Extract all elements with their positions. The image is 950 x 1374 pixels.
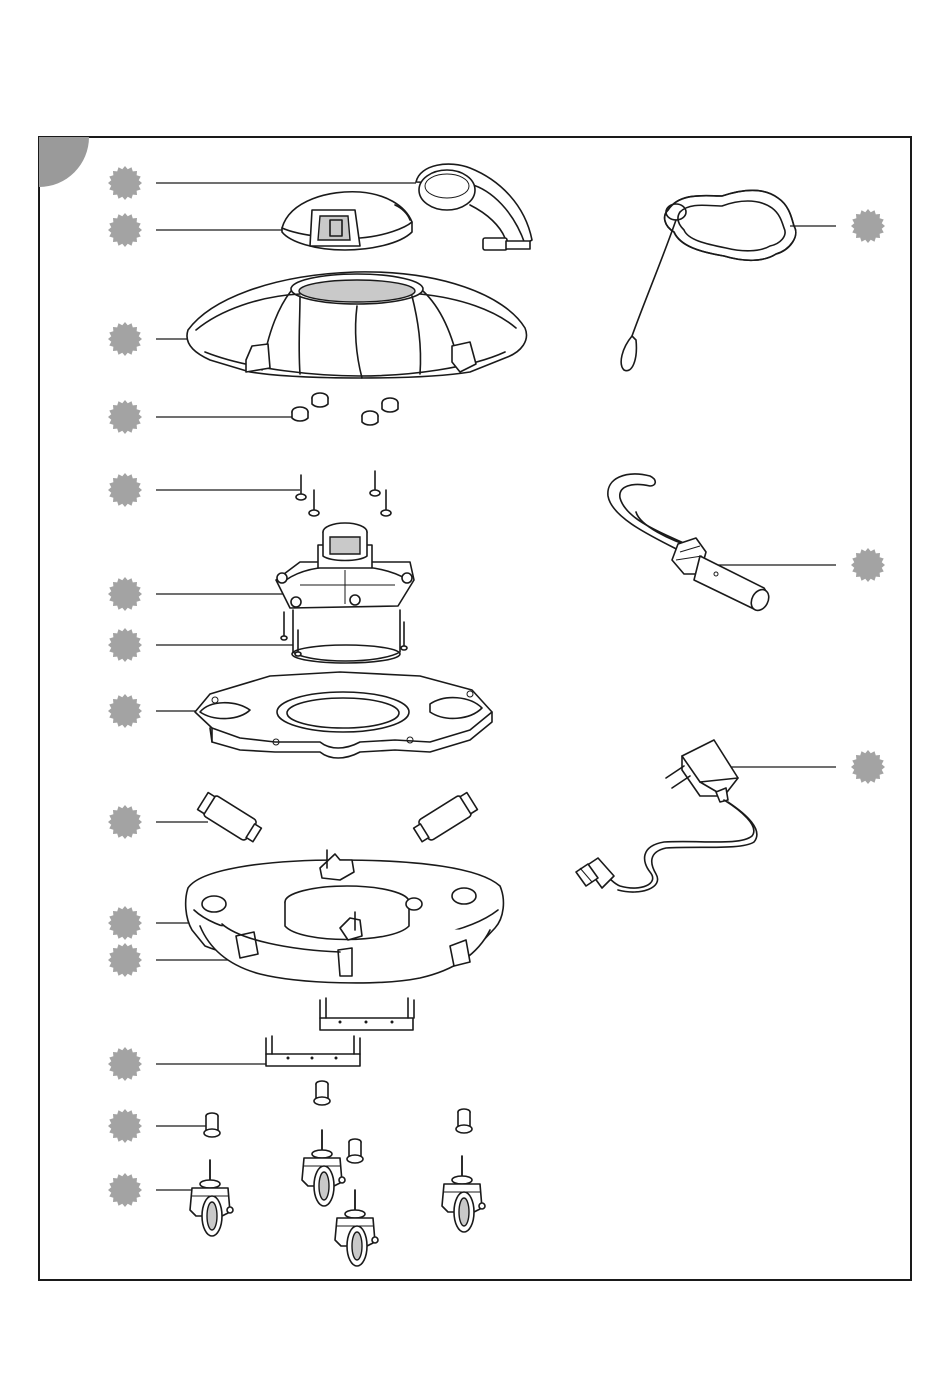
badge-float-cap bbox=[108, 166, 142, 200]
power-connector-part bbox=[608, 474, 772, 613]
badge-power-adapter bbox=[851, 750, 885, 784]
cleaning-cord-part bbox=[621, 190, 796, 370]
badge-filter-cartridge bbox=[108, 628, 142, 662]
top-cover-part bbox=[187, 272, 526, 378]
badge-top-cover bbox=[108, 322, 142, 356]
corner-tab bbox=[0, 87, 89, 187]
badge-cleaning-cord bbox=[851, 209, 885, 243]
brush-strips-part bbox=[266, 998, 414, 1066]
badge-screws-upper bbox=[108, 473, 142, 507]
caster-wheel bbox=[335, 1190, 378, 1266]
mounting-plate-part bbox=[195, 672, 492, 758]
cover-plugs-part bbox=[292, 393, 398, 425]
badge-float-holder bbox=[108, 213, 142, 247]
screws-upper-part bbox=[296, 471, 391, 516]
badge-caster-wheels bbox=[108, 1173, 142, 1207]
float-cap-part bbox=[416, 164, 532, 250]
badge-power-connector bbox=[851, 548, 885, 582]
badge-mounting-plate bbox=[108, 694, 142, 728]
caster-wheel bbox=[302, 1130, 345, 1206]
badge-base-housing bbox=[108, 906, 142, 940]
badge-wheel-bushings bbox=[108, 1109, 142, 1143]
float-holder-part bbox=[282, 192, 412, 250]
caster-wheel bbox=[442, 1156, 485, 1232]
side-filters-part bbox=[197, 791, 479, 845]
wheel-bushings-part bbox=[204, 1081, 472, 1163]
badge-pump-motor bbox=[108, 577, 142, 611]
base-housing-part bbox=[186, 850, 504, 983]
pump-motor-part bbox=[276, 523, 414, 608]
badge-side-filters bbox=[108, 805, 142, 839]
caster-wheel bbox=[190, 1160, 233, 1236]
badge-cover-plugs bbox=[108, 400, 142, 434]
badge-brush-strips bbox=[108, 1047, 142, 1081]
power-adapter-part bbox=[576, 740, 757, 892]
badge-base-clips bbox=[108, 943, 142, 977]
caster-wheels-part bbox=[190, 1130, 485, 1266]
filter-cartridge-part bbox=[281, 610, 407, 663]
